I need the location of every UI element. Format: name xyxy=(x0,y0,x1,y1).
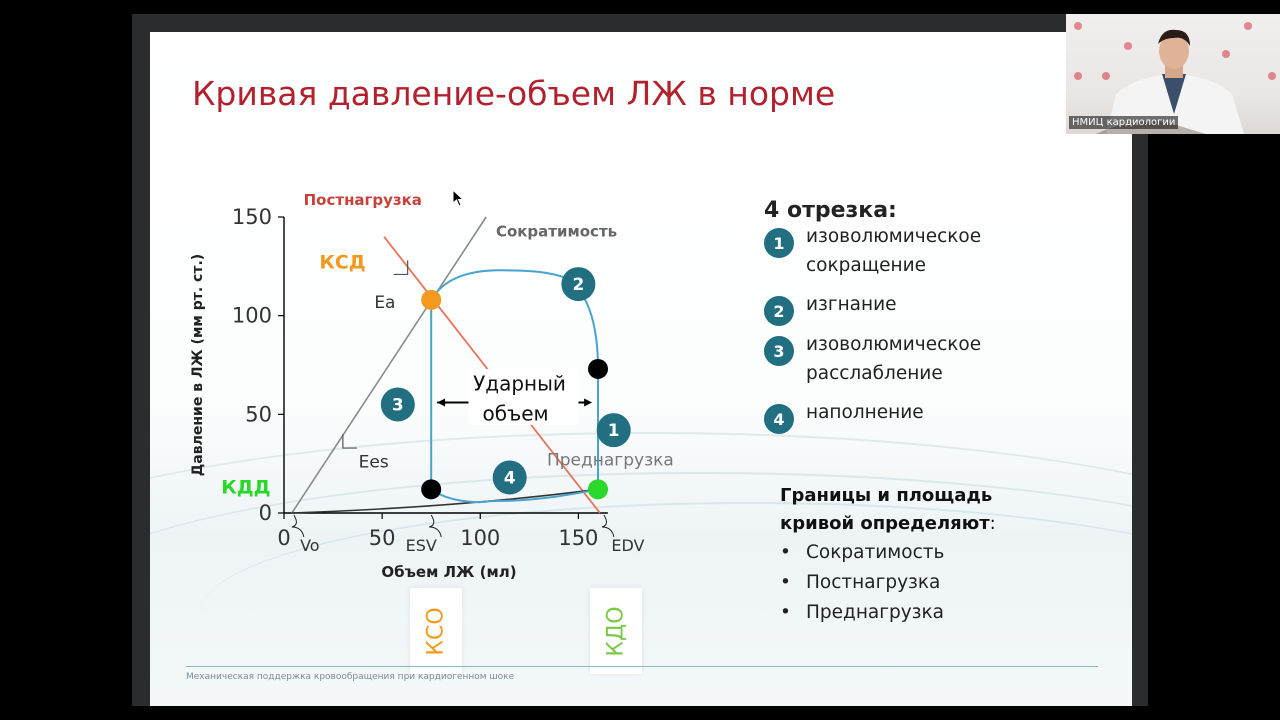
ees-line xyxy=(291,216,487,514)
kso-label: КСО xyxy=(423,606,449,656)
kdo-label-box: КДО xyxy=(590,588,642,674)
preload-curve xyxy=(291,488,599,514)
x-marker-tick xyxy=(429,514,442,538)
bounds-heading-line1: Границы и площадь xyxy=(780,485,993,506)
pv-point xyxy=(588,358,608,379)
list-item: • Постнагрузка xyxy=(780,568,944,598)
segment-badge-label: 1 xyxy=(608,421,620,441)
segment-item-2: 2 изгнание xyxy=(764,294,897,326)
segment-badge xyxy=(492,460,527,495)
x-tick-label: 0 xyxy=(277,526,290,550)
contractility-label: Сократимость xyxy=(496,223,617,241)
slide-title: Кривая давление-объем ЛЖ в норме xyxy=(192,74,836,113)
list-item: • Сократимость xyxy=(780,538,944,568)
segment-badge xyxy=(380,387,415,422)
segment-number-badge: 3 xyxy=(764,336,794,366)
segment-number-badge: 2 xyxy=(764,296,794,326)
x-marker-label: EDV xyxy=(611,536,644,555)
y-tick-label: 100 xyxy=(232,304,272,328)
segment-text: изоволюмическое расслабление xyxy=(806,330,981,388)
background-swoosh xyxy=(150,432,1132,706)
x-marker-tick xyxy=(601,514,615,538)
pv-point xyxy=(588,479,608,500)
bound-item-text: Сократимость xyxy=(806,542,945,563)
segment-text-line: расслабление xyxy=(806,363,943,384)
preload-label: Преднагрузка xyxy=(547,451,674,471)
y-tick-label: 50 xyxy=(245,402,272,426)
ees-label: Ees xyxy=(359,453,389,473)
postload-label: Постнагрузка xyxy=(304,191,422,209)
segment-text: изоволюмическое сокращение xyxy=(806,222,981,280)
segment-badge-label: 3 xyxy=(392,395,404,415)
ksd-label: КСД xyxy=(319,251,365,273)
segment-badge-label: 2 xyxy=(572,275,584,295)
segment-text-line: изоволюмическое xyxy=(806,226,982,247)
segment-text: изгнание xyxy=(806,290,897,319)
segment-number-badge: 1 xyxy=(764,228,794,258)
bullet-icon: • xyxy=(780,542,791,563)
kso-label-box: КСО xyxy=(410,588,462,674)
x-tick-label: 50 xyxy=(369,526,396,550)
segment-text-line: наполнение xyxy=(806,402,924,423)
pv-point xyxy=(421,289,442,310)
background-swoosh xyxy=(150,472,1132,706)
segment-badge xyxy=(596,413,631,448)
stroke-volume-label-bg xyxy=(468,368,579,425)
arrow-left-icon xyxy=(437,398,446,407)
segment-text-line: изгнание xyxy=(806,294,897,315)
segment-badge xyxy=(561,267,596,302)
x-marker-label: Vo xyxy=(300,536,320,555)
webcam-caption: НМИЦ кардиологии xyxy=(1069,116,1179,129)
y-tick-label: 150 xyxy=(232,205,272,229)
bound-item-text: Постнагрузка xyxy=(806,572,941,593)
segments-heading: 4 отрезка: xyxy=(764,198,897,223)
x-marker-label: ESV xyxy=(406,536,437,555)
bullet-icon: • xyxy=(780,572,791,593)
bounds-list: • Сократимость • Постнагрузка • Преднагрузк… xyxy=(780,538,944,628)
x-axis-label: Объем ЛЖ (мл) xyxy=(381,563,516,581)
segment-number-badge: 4 xyxy=(764,404,794,434)
list-item: • Преднагрузка xyxy=(780,598,944,628)
bounds-heading-line2-text: кривой определяют xyxy=(780,513,990,534)
bound-item-text: Преднагрузка xyxy=(806,602,945,623)
segment-badge-label: 4 xyxy=(504,468,516,488)
segment-text: наполнение xyxy=(806,398,924,427)
footer-text: Механическая поддержка кровообращения пр… xyxy=(186,672,515,682)
cursor-arrow-icon xyxy=(452,188,465,207)
segment-item-4: 4 наполнение xyxy=(764,402,924,434)
bullet-icon: • xyxy=(780,602,791,623)
footer-divider xyxy=(186,666,1098,667)
pv-point xyxy=(421,479,442,500)
y-tick-label: 0 xyxy=(259,501,272,525)
kdo-label: КДО xyxy=(603,605,629,657)
stroke-volume-label-line1: Ударный xyxy=(473,372,566,396)
x-tick-label: 150 xyxy=(558,526,598,550)
segment-text-line: сокращение xyxy=(806,255,927,276)
stroke-volume-label-line2: объем xyxy=(483,401,549,425)
ea-slope-marker xyxy=(393,260,409,276)
y-axis-label: Давление в ЛЖ (мм рт. ст.) xyxy=(190,254,206,476)
segment-item-3: 3 изоволюмическое расслабление xyxy=(764,334,981,388)
bounds-heading: Границы и площадь кривой определяют: xyxy=(780,482,996,538)
arrow-right-icon xyxy=(584,398,593,407)
segment-item-1: 1 изоволюмическое сокращение xyxy=(764,226,981,280)
x-marker-tick xyxy=(291,514,305,538)
background-swoosh xyxy=(200,502,1132,706)
ees-slope-marker xyxy=(342,434,357,449)
webcam-video[interactable]: НМИЦ кардиологии xyxy=(1066,14,1280,134)
bounds-heading-line2: кривой определяют: xyxy=(780,510,996,538)
ea-label: Ea xyxy=(374,293,395,313)
bounds-heading-colon: : xyxy=(989,513,996,534)
kdd-label: КДД xyxy=(221,476,270,498)
x-tick-label: 100 xyxy=(460,526,500,550)
segment-text-line: изоволюмическое xyxy=(806,334,982,355)
slide: Кривая давление-объем ЛЖ в норме 0 50 100 1… xyxy=(150,32,1132,706)
